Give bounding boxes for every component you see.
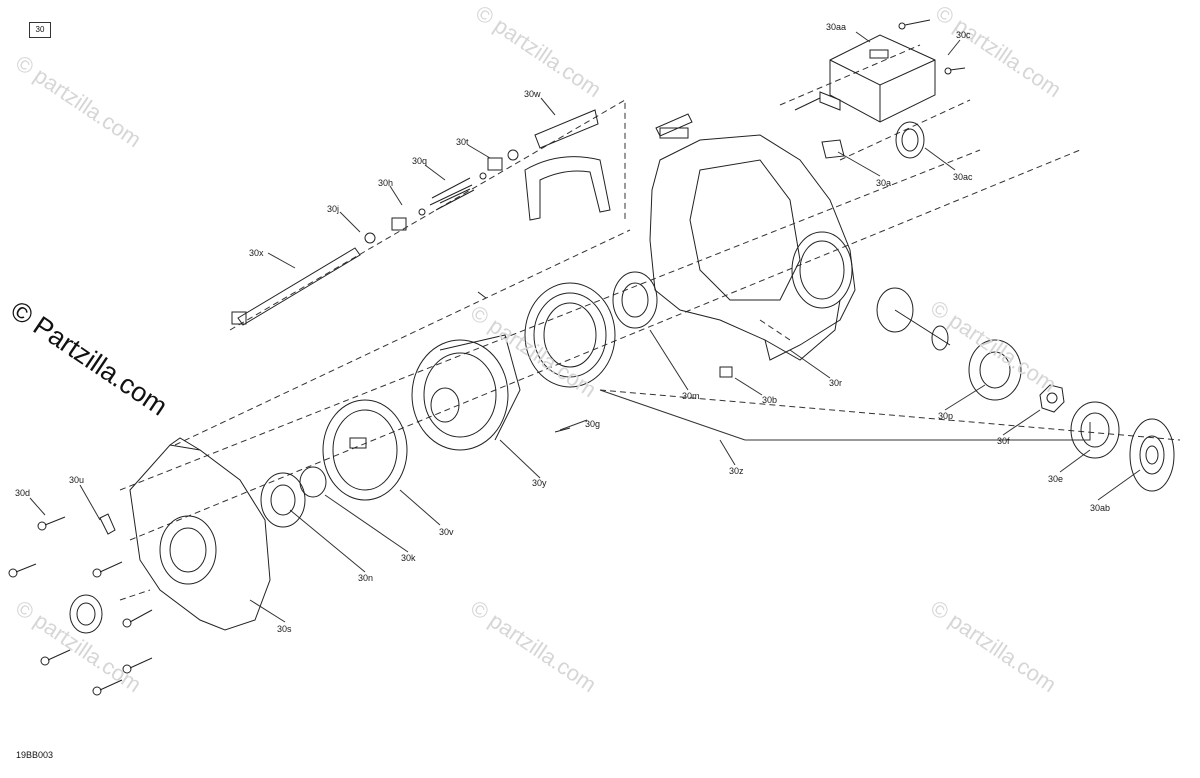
callout-30v[interactable]: 30v — [439, 527, 454, 537]
callout-30z[interactable]: 30z — [729, 466, 744, 476]
bolts-30d — [8, 516, 153, 696]
page-number-box: 30 — [29, 22, 51, 38]
diagram-code: 19BB003 — [16, 750, 54, 760]
differential-30y — [411, 334, 521, 451]
leader-lines — [29, 31, 1141, 623]
callout-30q[interactable]: 30q — [412, 156, 428, 166]
coupler-30e — [1070, 401, 1120, 459]
callout-30k[interactable]: 30k — [401, 553, 416, 563]
callout-30j[interactable]: 30j — [327, 204, 340, 214]
callout-30aa[interactable]: 30aa — [826, 22, 847, 32]
callout-30m[interactable]: 30m — [682, 391, 700, 401]
shift-shaft-30x — [231, 247, 361, 326]
plug-30a — [821, 139, 845, 159]
drain-plug-30b — [719, 366, 733, 378]
callout-30b[interactable]: 30b — [762, 395, 778, 405]
seal-30ab — [1129, 418, 1175, 492]
callout-30x[interactable]: 30x — [249, 248, 264, 258]
callout-30c[interactable]: 30c — [956, 30, 971, 40]
callout-30g[interactable]: 30g — [585, 419, 601, 429]
callout-30r[interactable]: 30r — [829, 378, 843, 388]
bearing-30p — [968, 339, 1022, 401]
bearing-30m — [612, 271, 658, 329]
callout-30h[interactable]: 30h — [378, 178, 394, 188]
callout-30d[interactable]: 30d — [15, 488, 31, 498]
callout-30ac[interactable]: 30ac — [953, 172, 973, 182]
bearing-30n — [260, 472, 306, 528]
callout-30u[interactable]: 30u — [69, 475, 85, 485]
shaft-small-parts — [364, 149, 519, 244]
ring-gear — [524, 282, 616, 388]
callout-30n[interactable]: 30n — [358, 573, 374, 583]
callout-30w[interactable]: 30w — [524, 89, 541, 99]
housing-30r — [649, 127, 856, 361]
seal-cover — [69, 594, 103, 634]
callout-30e[interactable]: 30e — [1048, 474, 1064, 484]
callout-30y[interactable]: 30y — [532, 478, 547, 488]
callout-30f[interactable]: 30f — [997, 436, 1010, 446]
seal-30ac — [895, 121, 925, 159]
shift-fork-30w — [524, 109, 611, 221]
screw-30c — [898, 19, 966, 75]
callout-30p[interactable]: 30p — [938, 411, 954, 421]
label-plate — [655, 113, 693, 137]
sensor-30u — [99, 513, 116, 535]
bracket-30z — [599, 389, 1091, 441]
pinion-gear — [876, 287, 951, 351]
assembly-axis-lines — [119, 44, 1181, 601]
callout-30t[interactable]: 30t — [456, 137, 469, 147]
cover-30s — [129, 437, 271, 631]
callout-30a[interactable]: 30a — [876, 178, 892, 188]
callout-30s[interactable]: 30s — [277, 624, 292, 634]
locker-30v — [322, 399, 408, 501]
pin-30g — [477, 291, 571, 433]
nut-30f — [1039, 384, 1065, 413]
callout-30ab[interactable]: 30ab — [1090, 503, 1111, 513]
actuator-30aa — [794, 34, 936, 123]
